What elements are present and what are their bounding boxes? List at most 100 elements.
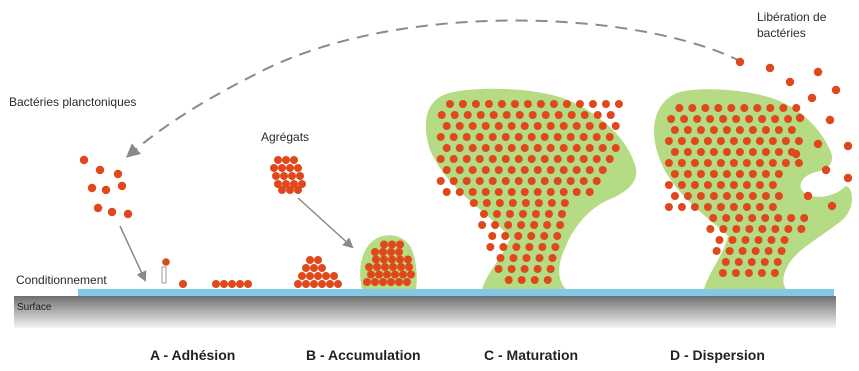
bacterium — [665, 181, 673, 189]
bacterium — [380, 241, 388, 249]
bacterium — [771, 269, 779, 277]
bacterium — [306, 256, 314, 264]
bacterium — [704, 181, 712, 189]
bacterium — [684, 192, 692, 200]
bacterium — [589, 100, 597, 108]
bacterium — [521, 122, 529, 130]
bacterium — [728, 236, 736, 244]
bacterium — [456, 122, 464, 130]
bacterium — [495, 166, 503, 174]
bacterium — [736, 126, 744, 134]
bacterium — [330, 272, 338, 280]
bacterium — [515, 155, 523, 163]
bacterium — [509, 254, 517, 262]
bacterium — [543, 221, 551, 229]
bacterium — [769, 203, 777, 211]
bacterium — [606, 155, 614, 163]
bacterium — [556, 221, 564, 229]
bacterium — [535, 254, 543, 262]
bacterium — [534, 166, 542, 174]
bacterium — [714, 104, 722, 112]
bacterium — [502, 155, 510, 163]
bacterium — [517, 221, 525, 229]
bacterium — [509, 199, 517, 207]
bacterium — [732, 225, 740, 233]
bacterium — [310, 264, 318, 272]
bacterium — [404, 256, 412, 264]
bacterium — [586, 144, 594, 152]
bacterium — [822, 166, 830, 174]
bacterium — [580, 177, 588, 185]
bacterium — [844, 142, 852, 150]
bacterium — [373, 263, 381, 271]
bacterium — [723, 170, 731, 178]
bacterium — [397, 263, 405, 271]
bacterium — [380, 256, 388, 264]
bacterium — [495, 122, 503, 130]
bacterium — [749, 148, 757, 156]
bacterium — [786, 78, 794, 86]
bacterium — [769, 181, 777, 189]
bacterium — [522, 199, 530, 207]
bacterium — [671, 126, 679, 134]
bacterium — [743, 159, 751, 167]
bacterium — [274, 156, 282, 164]
bacterium — [710, 192, 718, 200]
bacterium — [534, 265, 542, 273]
bacterium — [792, 104, 800, 112]
bacterium — [710, 170, 718, 178]
bacterium — [522, 254, 530, 262]
bacterium — [752, 247, 760, 255]
bacterium — [678, 159, 686, 167]
bacterium — [678, 203, 686, 211]
bacterium — [551, 243, 559, 251]
bacterium — [396, 256, 404, 264]
bacterium — [706, 115, 714, 123]
bacterium — [567, 177, 575, 185]
bacterium — [403, 278, 411, 286]
bacterium — [488, 232, 496, 240]
bacterium — [372, 256, 380, 264]
bacterium — [495, 188, 503, 196]
bacterium — [519, 210, 527, 218]
bacterium — [469, 188, 477, 196]
bacterium — [535, 199, 543, 207]
bacterium — [542, 111, 550, 119]
bacterium — [534, 122, 542, 130]
bacterium — [678, 181, 686, 189]
bacterium — [800, 214, 808, 222]
bacterium — [501, 232, 509, 240]
bacterium — [282, 156, 290, 164]
bacterium — [548, 199, 556, 207]
bacterium — [701, 104, 709, 112]
bacterium — [514, 232, 522, 240]
bacterium — [743, 181, 751, 189]
bacterium — [560, 166, 568, 174]
bacterium — [518, 276, 526, 284]
bacterium — [399, 271, 407, 279]
bacterium — [691, 203, 699, 211]
bacterium — [767, 236, 775, 244]
bacterium — [396, 241, 404, 249]
bacterium — [531, 276, 539, 284]
bacterium — [606, 133, 614, 141]
aggregate-arrow — [298, 198, 352, 247]
bacterium — [704, 137, 712, 145]
bacterium — [298, 272, 306, 280]
bacterium — [379, 248, 387, 256]
bacterium — [828, 202, 836, 210]
bacterium — [490, 111, 498, 119]
adhesion-arrow — [120, 226, 145, 280]
bacterium — [456, 188, 464, 196]
bacterium — [749, 170, 757, 178]
bacterium — [555, 111, 563, 119]
bacterium — [602, 100, 610, 108]
bacterium — [771, 225, 779, 233]
bacterium — [723, 126, 731, 134]
bacterium — [387, 278, 395, 286]
bacterium — [544, 276, 552, 284]
bacterium — [521, 144, 529, 152]
surface-block — [14, 296, 836, 328]
bacterium — [736, 58, 744, 66]
